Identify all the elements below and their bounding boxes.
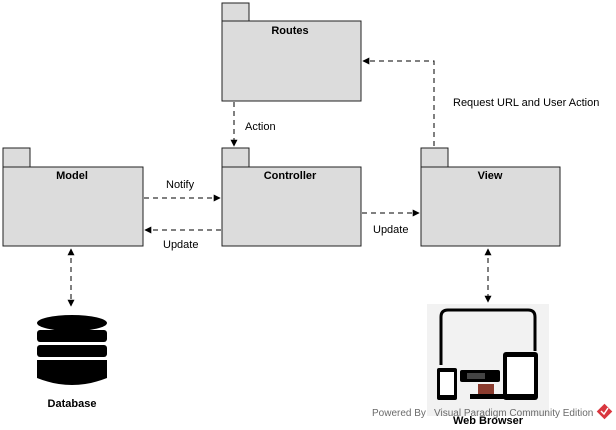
package-controller[interactable]: Controller xyxy=(221,147,362,247)
edge-label-action: Action xyxy=(245,121,276,133)
database-icon xyxy=(37,315,107,385)
package-view-title: View xyxy=(478,170,503,182)
edge-label-update-model: Update xyxy=(163,239,198,251)
package-routes-title: Routes xyxy=(271,25,308,37)
package-model[interactable]: Model xyxy=(2,147,144,247)
footer-powered-by: Powered By xyxy=(372,408,426,419)
edge-label-notify: Notify xyxy=(166,179,195,191)
footer-product: Visual Paradigm Community Edition xyxy=(434,408,593,419)
package-view[interactable]: View xyxy=(420,147,561,247)
visual-paradigm-logo-icon xyxy=(596,403,613,420)
edge-view-to-routes xyxy=(362,57,435,146)
package-model-title: Model xyxy=(56,170,88,182)
package-routes[interactable]: Routes xyxy=(221,2,362,102)
edge-label-request: Request URL and User Action xyxy=(453,97,599,109)
web-browser-caption: Web Browser xyxy=(453,415,524,427)
edge-label-update-view: Update xyxy=(373,224,408,236)
web-browser-devices-icon xyxy=(427,304,549,416)
database-caption: Database xyxy=(48,398,97,410)
package-controller-title: Controller xyxy=(264,170,317,182)
